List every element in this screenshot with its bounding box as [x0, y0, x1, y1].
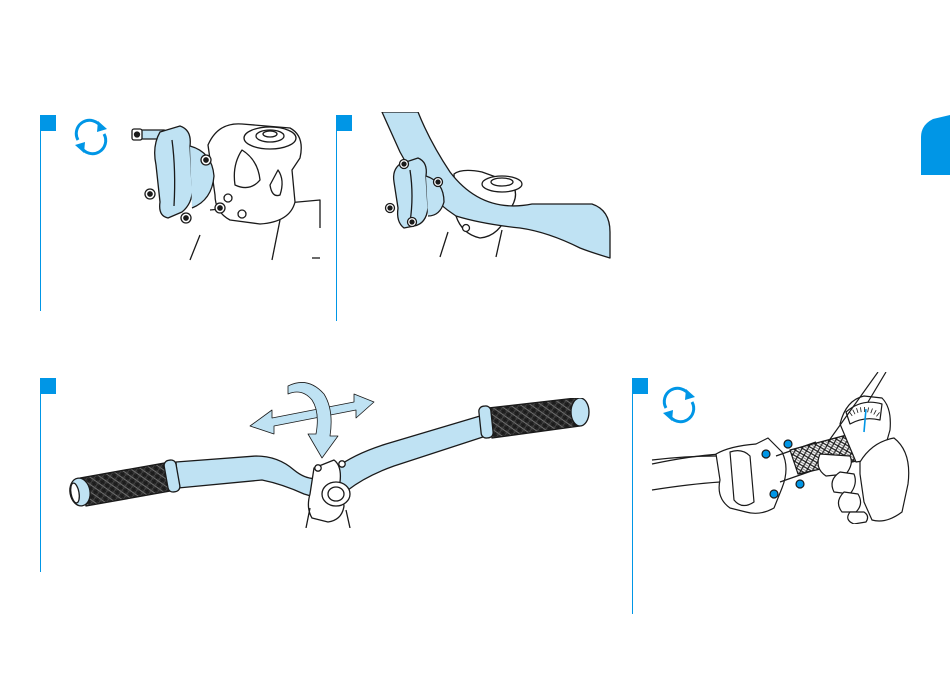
- step-1-marker: [40, 115, 56, 131]
- step-1-stem-illustration: [120, 110, 330, 265]
- step-4-divider: [632, 394, 633, 614]
- step-4-torque-illustration: [650, 372, 915, 524]
- right-grip: [478, 398, 589, 439]
- step-2-marker: [336, 115, 352, 131]
- left-grip: [68, 459, 181, 507]
- chapter-tab-shape: [921, 115, 950, 175]
- step-4-marker: [632, 378, 648, 394]
- step-3-divider: [40, 394, 41, 572]
- step-2-divider: [336, 131, 337, 321]
- step-3-handlebar-illustration: [66, 398, 606, 528]
- step-1-rotate-arrows-icon: [70, 116, 112, 158]
- chapter-tab: [921, 115, 950, 175]
- step-2-handlebar-illustration: [370, 112, 615, 262]
- faceplate: [155, 126, 214, 218]
- step-1-divider: [40, 131, 41, 311]
- step-3-marker: [40, 378, 56, 394]
